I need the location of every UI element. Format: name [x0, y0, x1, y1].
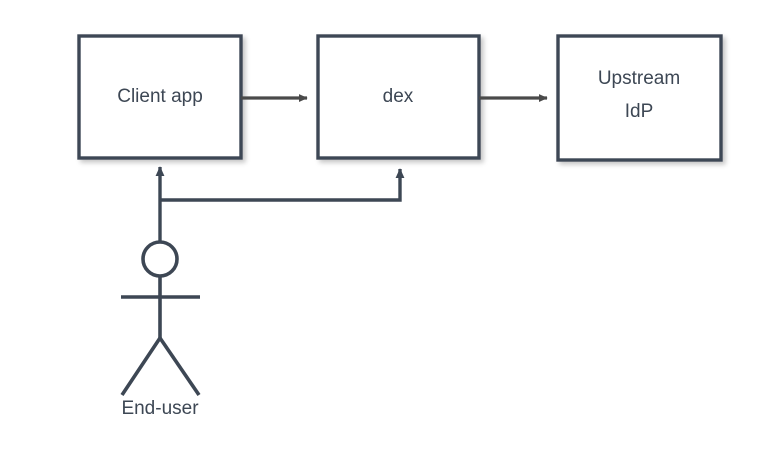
edge-end-user-to-dex-line[interactable]	[160, 168, 405, 202]
upstream-idp-label-line1: Upstream	[598, 68, 680, 89]
node-client-app[interactable]: Client app	[77, 34, 243, 160]
client-app-box[interactable]	[77, 34, 243, 160]
actor-end-user[interactable]: End-user	[120, 240, 201, 419]
end-user-leg-left	[120, 337, 162, 396]
dex-label: dex	[383, 86, 414, 107]
node-dex[interactable]: dex	[316, 34, 481, 160]
edge-end-user-to-dex[interactable]	[160, 168, 405, 202]
end-user-leg-right	[158, 336, 201, 397]
upstream-idp-box[interactable]	[556, 34, 723, 162]
dex-box[interactable]	[316, 34, 481, 160]
upstream-idp-label-line2: IdP	[625, 101, 654, 122]
end-user-label: End-user	[121, 398, 199, 419]
end-user-head-icon	[141, 240, 179, 278]
client-app-label: Client app	[117, 86, 203, 107]
node-upstream-idp[interactable]: Upstream IdP	[556, 34, 723, 162]
